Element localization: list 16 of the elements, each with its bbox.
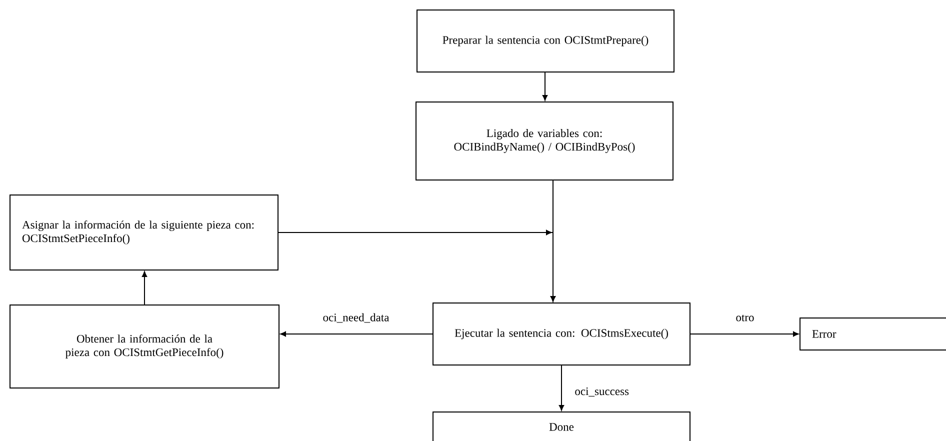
process-box: Preparar la sentencia con OCIStmtPrepare() [416,10,674,72]
process-box: Obtener la información de la pieza con OCIStmtGetPieceInfo() [10,304,280,388]
process-box: Error [800,317,946,350]
arrow [142,271,148,306]
process-box: Asignar la información de la siguiente pieza con: OCIStmtSetPieceInfo() [10,194,278,270]
arrow [690,331,799,337]
process-box: Ejecutar la sentencia con: OCIStmsExecute() [432,302,690,366]
process-box: Done [432,411,690,441]
arrow [558,364,564,411]
process-box: Ligado de variables con: OCIBindByName() / OCIBindByPos() [416,102,674,180]
arrow [278,230,556,302]
edge-label: oci_success [574,386,630,398]
arrow [280,331,434,337]
edge-label: oci_need_data [322,312,390,324]
edge-label: otro [734,314,756,322]
arrow [542,72,548,101]
